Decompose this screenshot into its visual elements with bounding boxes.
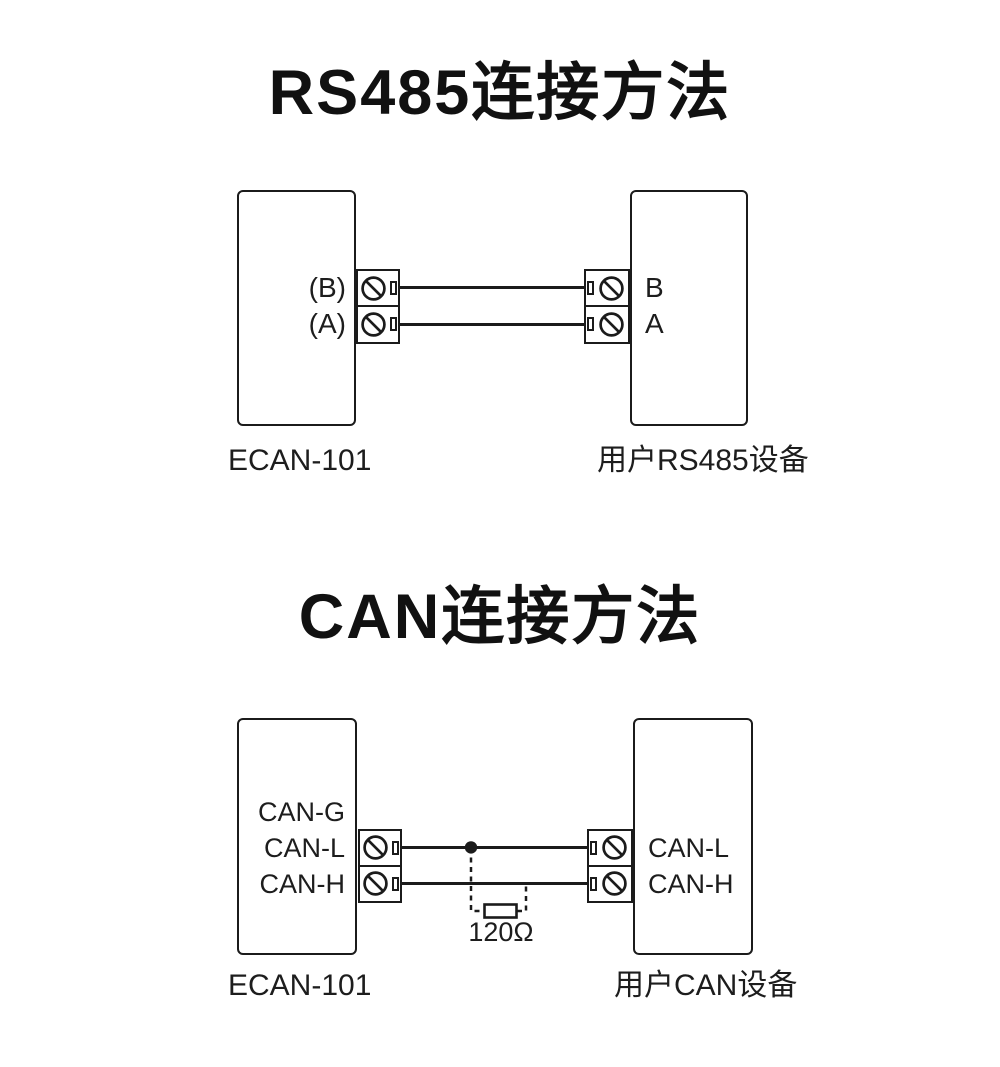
can-right-port-l-label: CAN-L [648,832,730,863]
can-right-device-caption: 用户CAN设备 [614,969,798,1002]
rs485-right-port-a-label: A [645,308,664,339]
can-section-title: CAN连接方法 [298,582,702,652]
can-wire-l [402,845,587,849]
can-right-terminal-l [589,831,631,865]
wire-clamp-icon [390,281,397,296]
can-left-device-box [237,718,357,955]
rs485-right-device-caption: 用户RS485设备 [597,444,809,477]
can-left-terminal-h [360,864,400,901]
screw-terminal-icon [602,835,627,861]
can-left-terminal-l [360,831,400,865]
rs485-right-device-box [630,190,748,426]
can-left-port-h-label: CAN-H [259,868,346,899]
wire-clamp-icon [590,876,597,891]
wire-clamp-icon [390,317,397,332]
rs485-left-device-box [237,190,356,426]
junction-dot-icon [464,841,478,854]
screw-terminal-icon [599,312,624,337]
rs485-left-terminal-block [356,269,400,344]
can-right-terminal-h [589,864,631,901]
resistor-icon [483,903,518,919]
screw-terminal-icon [363,871,388,896]
rs485-right-terminal-b [586,271,628,305]
rs485-left-terminal-a [358,305,398,341]
screw-terminal-icon [599,275,624,301]
rs485-left-device-caption: ECAN-101 [228,444,372,477]
can-left-device-caption: ECAN-101 [228,969,372,1002]
can-wire-h [402,882,587,886]
can-left-port-g-label: CAN-G [258,797,345,827]
screw-terminal-icon [361,312,386,337]
screw-terminal-icon [363,835,388,861]
rs485-left-port-b-label: (B) [308,272,346,303]
screw-terminal-icon [602,871,627,896]
can-left-terminal-block [358,829,402,903]
wire-clamp-icon [590,840,597,855]
wire-clamp-icon [392,840,399,855]
can-right-terminal-block [587,829,633,903]
rs485-wire-b [400,286,584,290]
can-left-port-l-label: CAN-L [263,832,345,863]
screw-terminal-icon [361,275,386,301]
rs485-right-terminal-block [584,269,630,344]
dashed-tap-can-l [469,848,483,913]
wire-clamp-icon [587,317,594,332]
termination-resistor-label: 120Ω [468,917,534,947]
rs485-left-terminal-b [358,271,398,305]
can-right-device-box [633,718,753,955]
rs485-right-terminal-a [586,305,628,341]
can-right-port-h-label: CAN-H [648,868,734,899]
rs485-wire-a [400,322,584,326]
termination-resistor-network [464,841,528,919]
rs485-right-port-b-label: B [645,272,664,303]
rs485-section-title: RS485连接方法 [268,58,732,128]
dashed-tap-can-h [517,884,528,913]
wire-clamp-icon [587,281,594,296]
rs485-left-port-a-label: (A) [308,308,346,339]
wire-clamp-icon [392,876,399,891]
